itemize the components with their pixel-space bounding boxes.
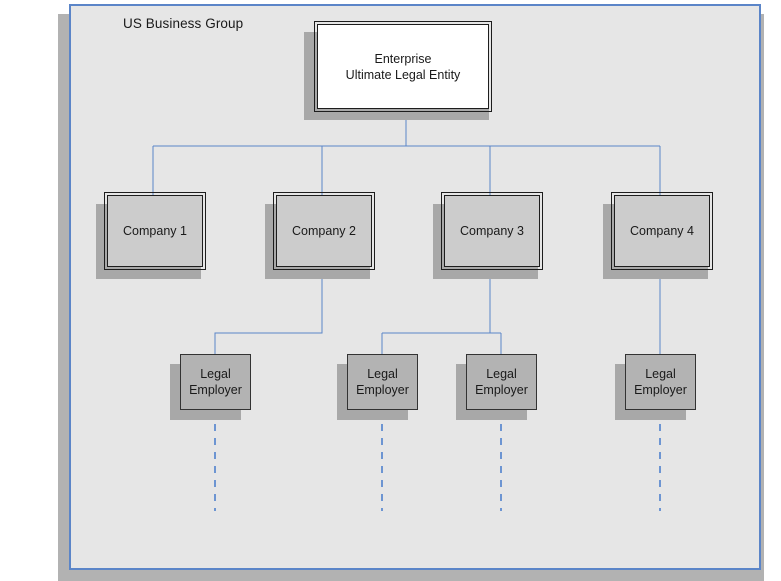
node-company-3-box[interactable]: Company 3: [441, 192, 543, 270]
node-company-1-box[interactable]: Company 1: [104, 192, 206, 270]
node-company-4-box[interactable]: Company 4: [611, 192, 713, 270]
node-company-2-label: Company 2: [292, 224, 356, 238]
node-enterprise-label-line1: Enterprise: [374, 51, 432, 66]
node-legal-employer-1-label-line1: Legal: [200, 367, 231, 381]
node-company-4-label: Company 4: [630, 224, 694, 238]
node-legal-employer-3-label-line1: Legal: [486, 367, 517, 381]
node-enterprise-label-line2: Ultimate Legal Entity: [345, 67, 461, 82]
node-company-2-box[interactable]: Company 2: [273, 192, 375, 270]
node-legal-employer-2-label-line1: Legal: [367, 367, 398, 381]
node-legal-employer-4-label-line2: Employer: [634, 383, 687, 397]
node-legal-employer-2-label-line2: Employer: [356, 383, 409, 397]
node-legal-employer-4-label-line1: Legal: [645, 367, 676, 381]
group-title-label: US Business Group: [123, 16, 244, 31]
node-company-3-label: Company 3: [460, 224, 524, 238]
node-legal-employer-3-label-line2: Employer: [475, 383, 528, 397]
node-legal-employer-1-label-line2: Employer: [189, 383, 242, 397]
node-company-1-label: Company 1: [123, 224, 187, 238]
